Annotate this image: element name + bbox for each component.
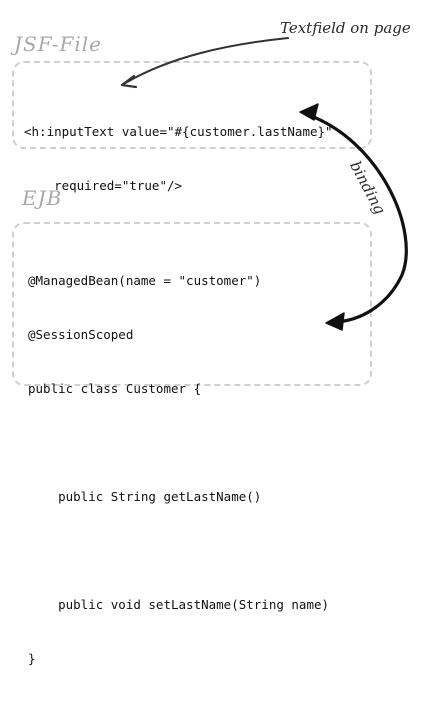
ejb-code-line: } bbox=[28, 651, 36, 666]
ejb-code-line: public String getLastName() bbox=[28, 489, 262, 504]
ejb-section-title: EJB bbox=[22, 186, 63, 210]
jsf-code-block: <h:inputText value="#{customer.lastName}… bbox=[24, 87, 333, 231]
binding-annotation: binding bbox=[346, 158, 390, 218]
ejb-code-line: ​ bbox=[28, 542, 329, 560]
jsf-section-title: JSF-File bbox=[14, 32, 102, 56]
ejb-code-line: @SessionScoped bbox=[28, 327, 134, 342]
ejb-code-block: @ManagedBean(name = "customer") @Session… bbox=[28, 236, 329, 704]
diagram-canvas: JSF-File <h:inputText value="#{customer.… bbox=[12, 19, 411, 666]
textfield-annotation: Textfield on page bbox=[280, 19, 411, 37]
ejb-code-line: public class Customer { bbox=[28, 381, 202, 396]
jsf-code-line: required="true"/> bbox=[24, 178, 183, 193]
ejb-code-line: public void setLastName(String name) bbox=[28, 597, 330, 612]
ejb-code-line: @ManagedBean(name = "customer") bbox=[28, 273, 262, 288]
ejb-code-line: ​ bbox=[28, 434, 329, 452]
jsf-code-line: <h:inputText value="#{customer.lastName}… bbox=[24, 124, 333, 139]
